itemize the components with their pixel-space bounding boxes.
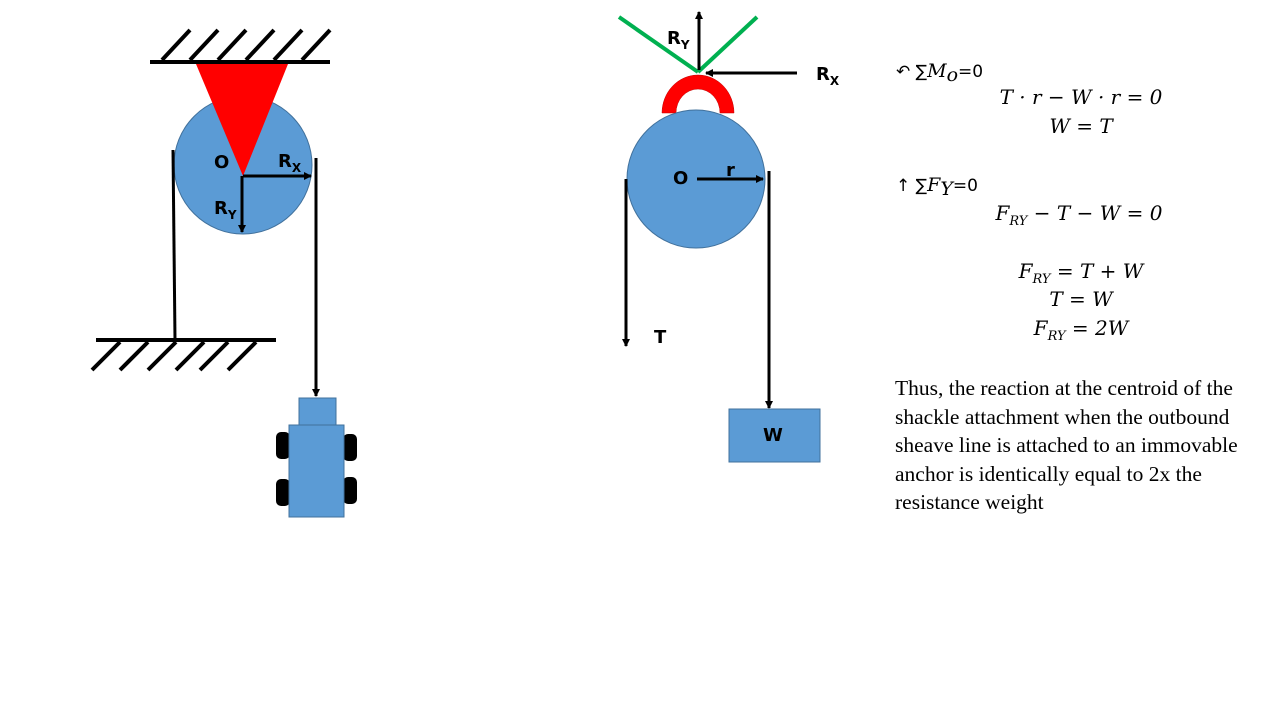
tension-label: T	[654, 327, 667, 348]
wheel-icon	[276, 432, 357, 506]
left-ceiling-support	[150, 28, 332, 64]
radius-label: r	[726, 160, 735, 181]
force-equation-4: FRY = 2W	[1033, 316, 1129, 344]
right-rx-label: RX	[816, 64, 840, 88]
weight-block	[728, 408, 821, 463]
right-center-label: O	[673, 168, 688, 189]
sling-right	[696, 15, 759, 74]
conclusion-text: Thus, the reaction at the centroid of th…	[895, 376, 1238, 515]
up-arrow-icon: ↑	[896, 176, 911, 196]
weight-label: W	[763, 425, 783, 446]
force-equation-3: T = W	[1049, 287, 1113, 311]
force-equation-2: FRY = T + W	[1018, 259, 1144, 287]
vehicle-load	[276, 397, 357, 518]
left-center-label: O	[214, 152, 229, 173]
left-ground-anchor	[90, 338, 276, 372]
force-sum-heading: ↑ ∑FY=0	[896, 174, 978, 201]
right-ry-label: RY	[667, 28, 690, 52]
left-hanger-bracket	[196, 64, 288, 176]
moment-sum-heading: ↶ ∑Mo=0	[896, 60, 984, 87]
shackle	[661, 74, 735, 114]
left-rx-label: RX	[278, 151, 302, 175]
force-equation-1: FRY − T − W = 0	[995, 201, 1163, 229]
moment-equation-1: T · r − W · r = 0	[999, 85, 1163, 109]
moment-equation-2: W = T	[1049, 114, 1113, 138]
left-rope-anchor-side	[171, 149, 177, 341]
left-ry-label: RY	[214, 198, 237, 222]
counterclockwise-arrow-icon: ↶	[896, 62, 911, 82]
sling-left	[617, 15, 700, 74]
